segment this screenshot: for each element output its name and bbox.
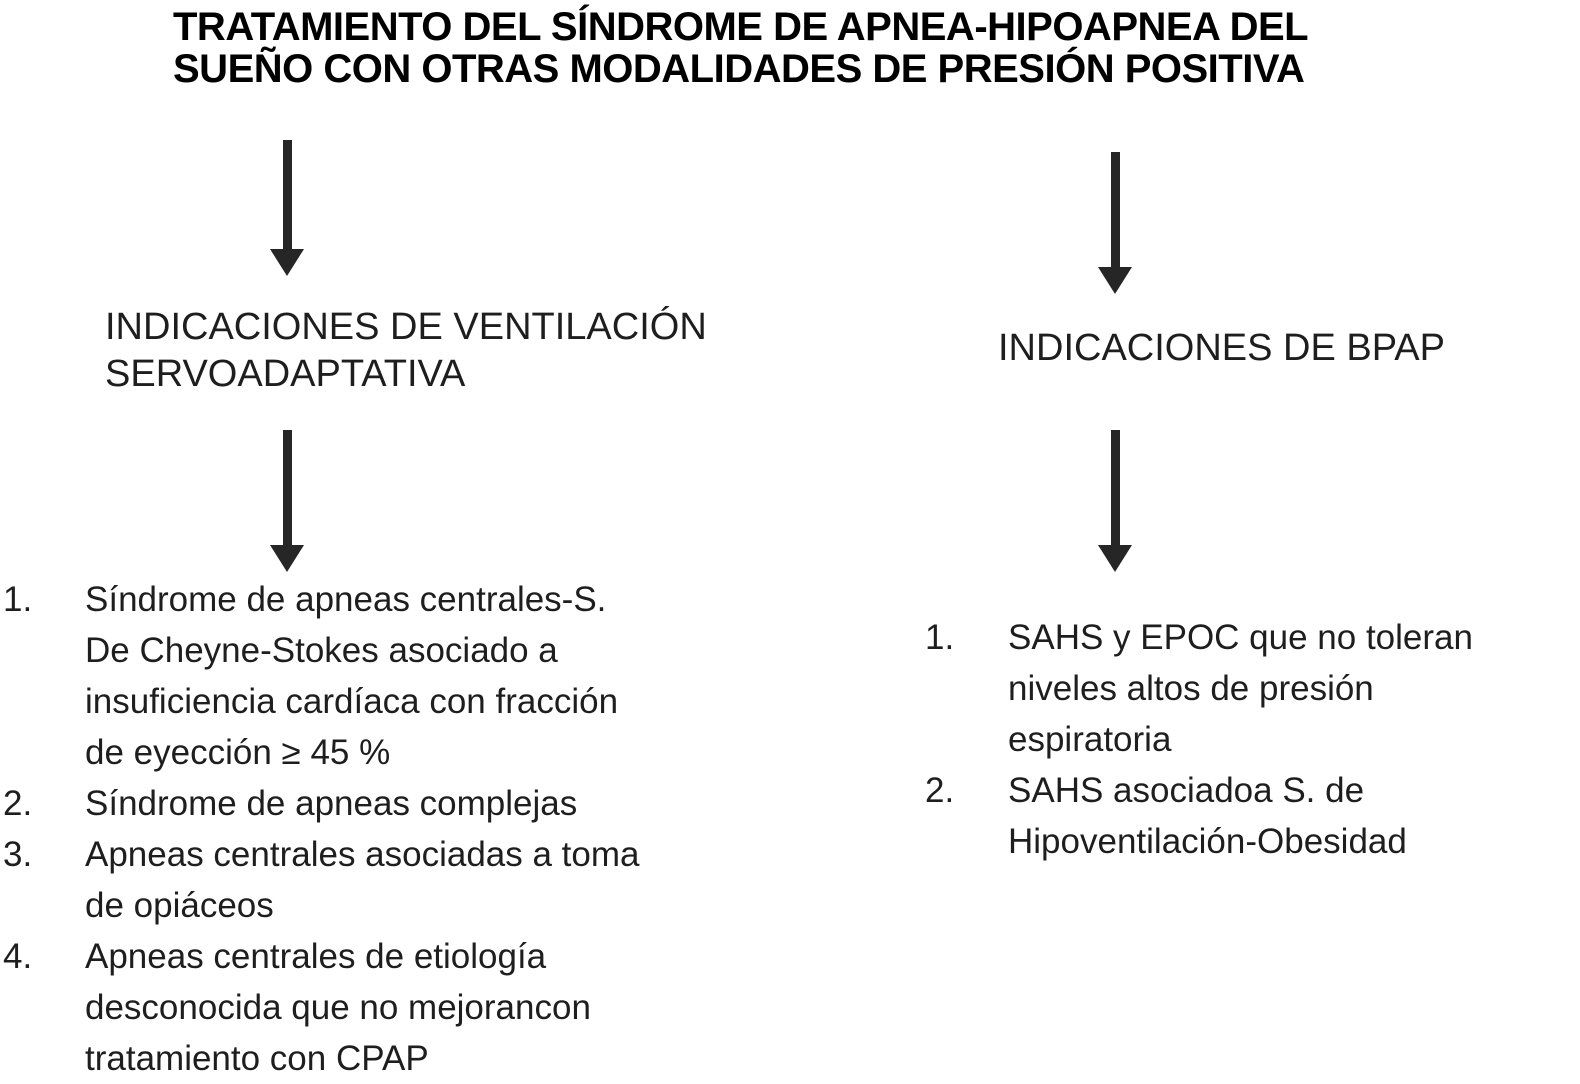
item-text: Apneas centrales de etiología desconocid… <box>85 937 591 1078</box>
list-item: 3. Apneas centrales asociadas a toma de … <box>3 829 793 931</box>
list-item: 1. SAHS y EPOC que no toleran niveles al… <box>925 612 1580 765</box>
item-text: Apneas centrales asociadas a toma de opi… <box>85 835 640 925</box>
down-arrow-icon <box>270 430 304 572</box>
arrow-shaft <box>1110 430 1120 545</box>
arrow-head <box>1098 545 1132 572</box>
item-number: 3. <box>3 835 33 874</box>
down-arrow-icon <box>270 140 304 276</box>
list-item: 4. Apneas centrales de etiología descono… <box>3 931 793 1084</box>
arrow-head <box>270 249 304 276</box>
arrow-shaft <box>282 430 292 545</box>
item-number: 4. <box>3 937 33 976</box>
item-number: 2. <box>3 784 33 823</box>
list-item: 1. Síndrome de apneas centrales-S. De Ch… <box>3 574 793 778</box>
item-text: SAHS asociadoa S. de Hipoventilación-Obe… <box>1008 771 1407 861</box>
item-text: Síndrome de apneas complejas <box>85 784 578 823</box>
list-item: 2. SAHS asociadoa S. de Hipoventilación-… <box>925 765 1580 867</box>
item-number: 1. <box>3 580 33 619</box>
bpap-indications-list: 1. SAHS y EPOC que no toleran niveles al… <box>925 612 1580 867</box>
down-arrow-icon <box>1098 152 1132 294</box>
item-number: 1. <box>925 618 955 657</box>
down-arrow-icon <box>1098 430 1132 572</box>
arrow-head <box>270 545 304 572</box>
page-title: TRATAMIENTO DEL SÍNDROME DE APNEA-HIPOAP… <box>173 5 1309 91</box>
item-number: 2. <box>925 771 955 810</box>
arrow-shaft <box>1110 152 1120 267</box>
arrow-shaft <box>282 140 292 249</box>
item-text: SAHS y EPOC que no toleran niveles altos… <box>1008 618 1473 759</box>
heading-servoadaptive-ventilation: INDICACIONES DE VENTILACIÓN SERVOADAPTAT… <box>105 306 707 395</box>
arrow-head <box>1098 267 1132 294</box>
heading-bpap: INDICACIONES DE BPAP <box>998 327 1445 369</box>
servoadaptive-indications-list: 1. Síndrome de apneas centrales-S. De Ch… <box>3 574 793 1084</box>
item-text: Síndrome de apneas centrales-S. De Cheyn… <box>85 580 619 772</box>
list-item: 2. Síndrome de apneas complejas <box>3 778 793 829</box>
